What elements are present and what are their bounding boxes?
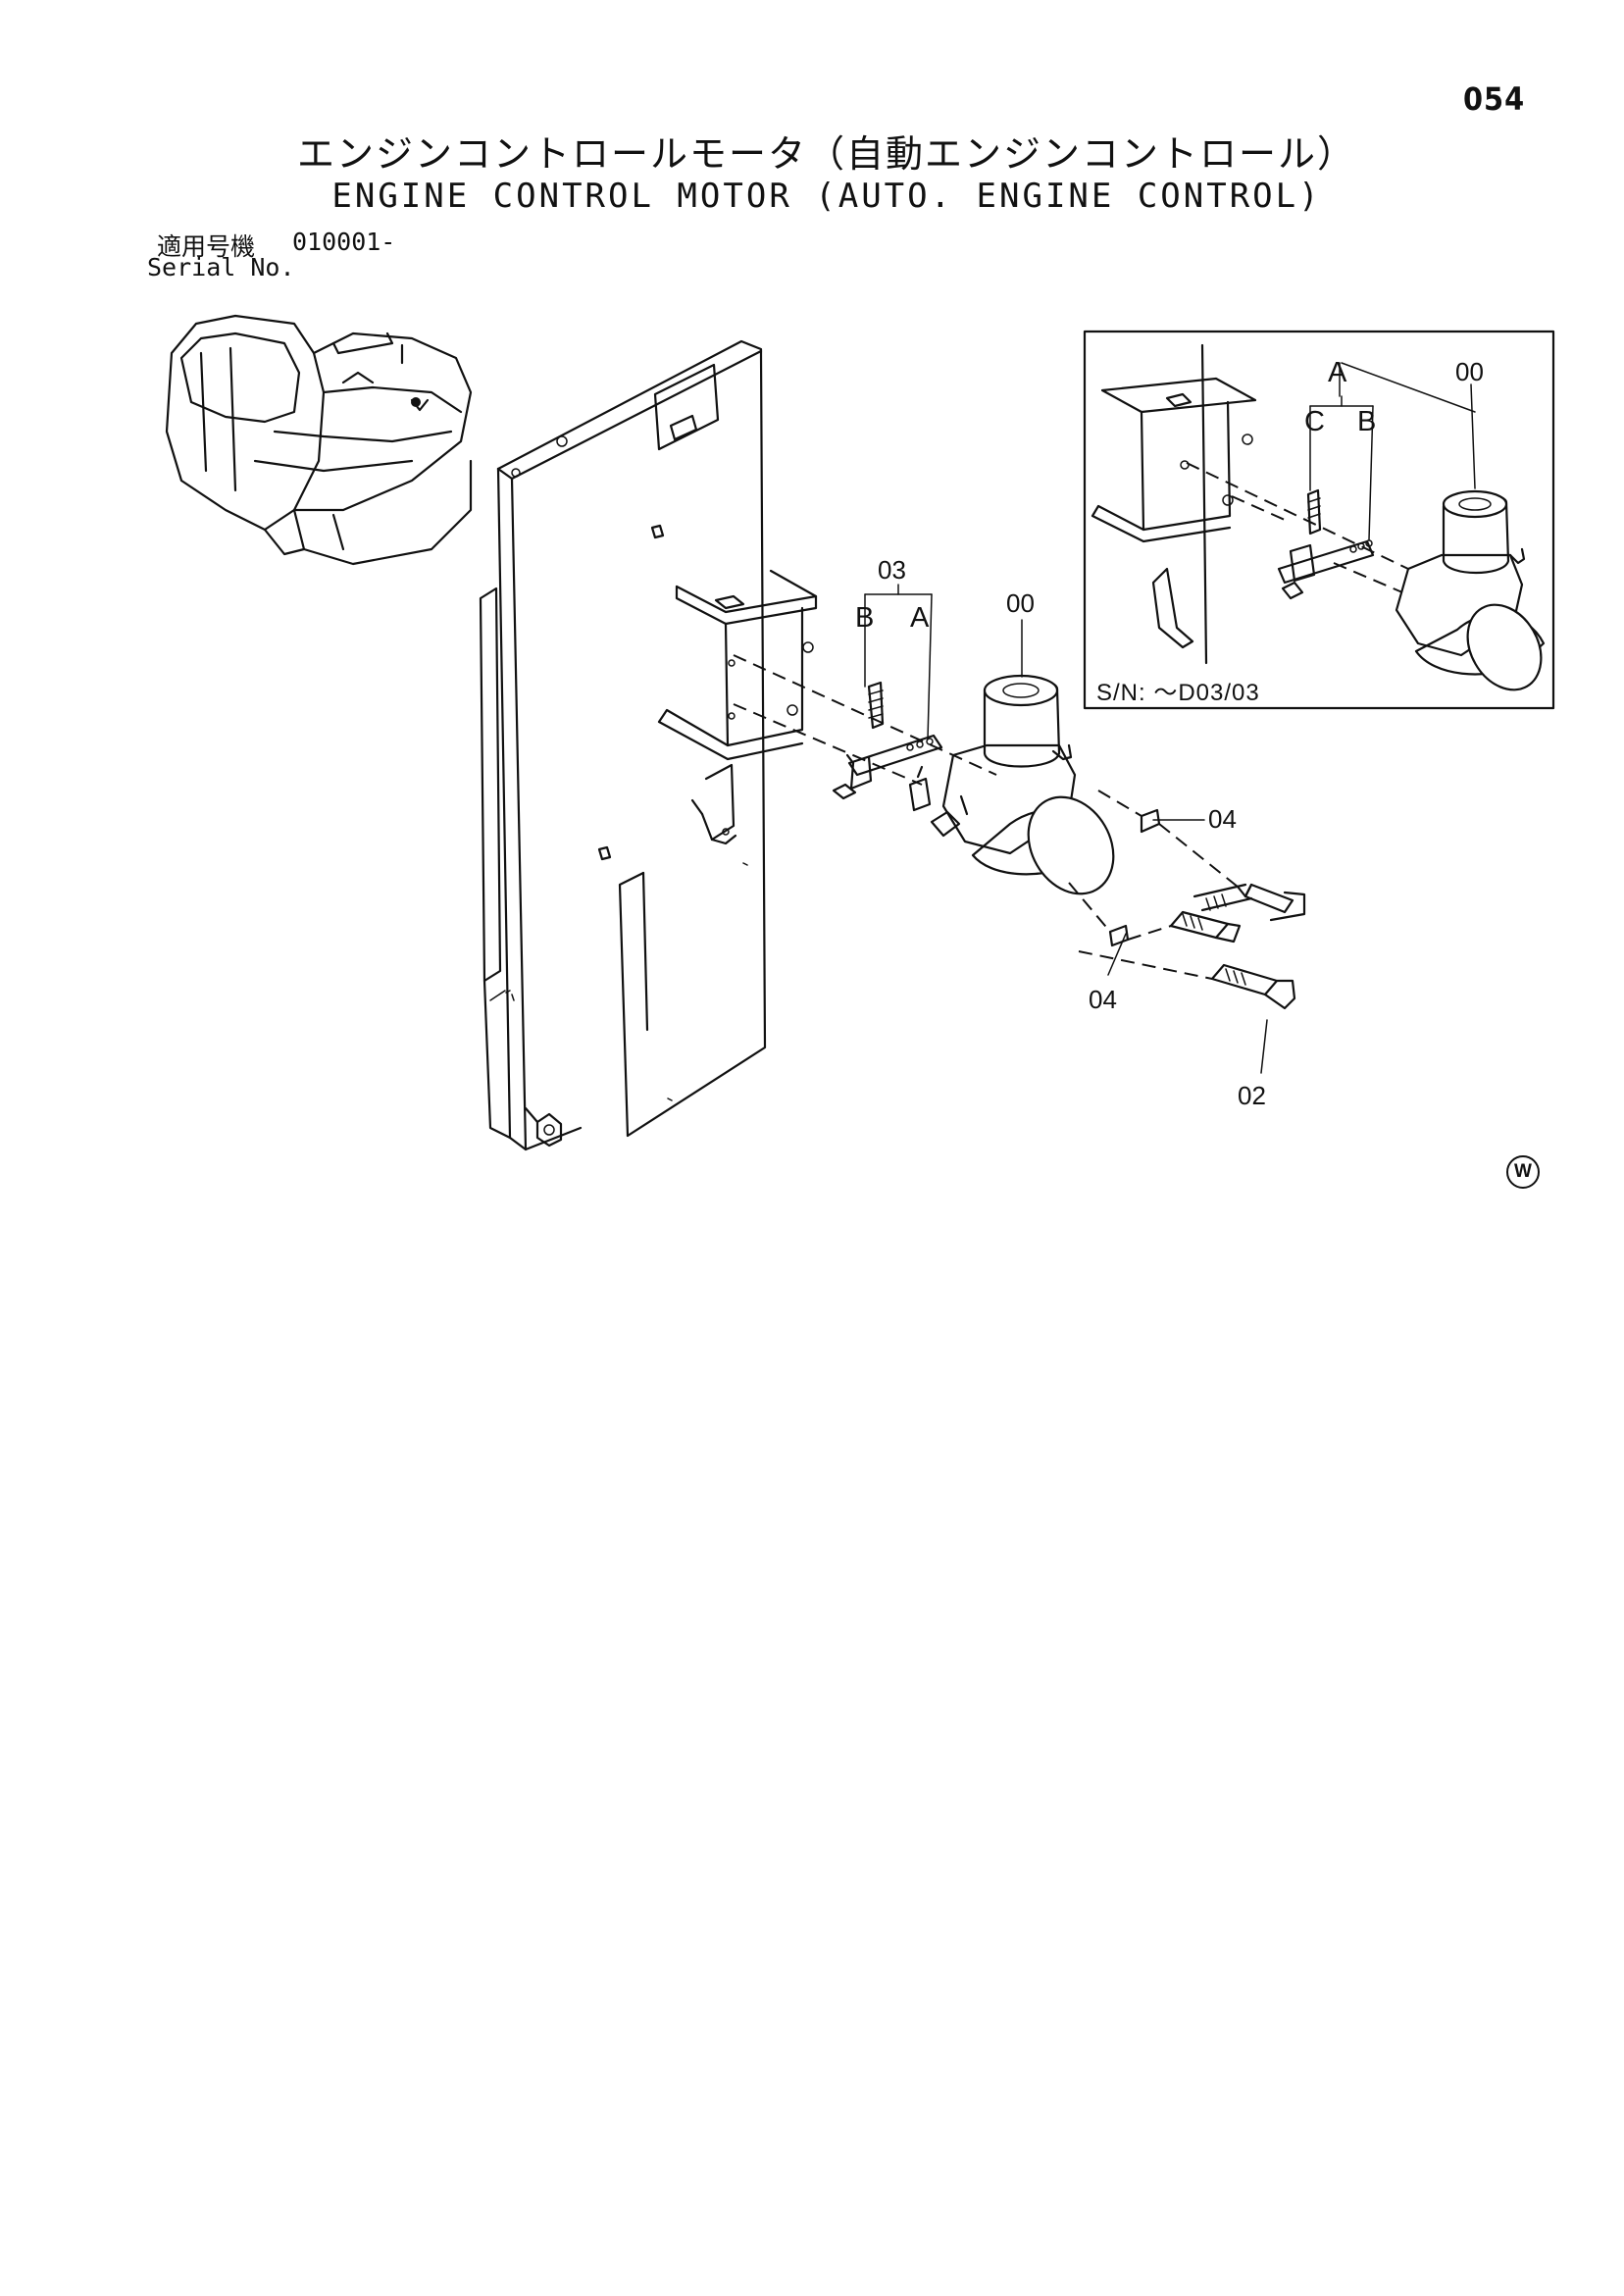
callout-clip-lower: 04 (1089, 985, 1117, 1014)
page-title-english: ENGINE CONTROL MOTOR (AUTO. ENGINE CONTR… (331, 177, 1322, 216)
serial-label-japanese: 適用号機 (157, 232, 256, 261)
engine-control-motor (930, 674, 1115, 895)
serial-code: 010001- (292, 228, 396, 256)
page-number: 054 (1463, 80, 1526, 118)
inset-callout-motor: 00 (1455, 357, 1484, 386)
exploded-view-lines (733, 654, 1239, 980)
frame-panel (479, 339, 767, 1151)
callout-motor: 00 (1006, 588, 1035, 618)
link-assembly-03 (832, 681, 943, 812)
inset-callout-assembly-a: A (1328, 357, 1347, 388)
motor-mount-bracket (657, 569, 818, 761)
callout-bolt: 02 (1238, 1081, 1266, 1110)
serial-label-english: Serial No. (147, 253, 295, 281)
callout-bracket-set: 03 (878, 555, 906, 585)
callout-part-a: A (910, 602, 930, 634)
inset-callout-part-c: C (1304, 406, 1325, 437)
inset-serial-note: S/N: ～D03/03 (1096, 680, 1260, 706)
excavator-locator-illustration (165, 314, 473, 566)
fasteners (1108, 808, 1306, 1010)
callout-clip-upper: 04 (1208, 804, 1237, 834)
inset-detail-box (1083, 330, 1555, 710)
page-title-japanese: エンジンコントロールモータ（自動エンジンコントロール） (296, 132, 1356, 176)
callout-part-b: B (855, 602, 875, 634)
watermark-symbol: W (1506, 1155, 1540, 1189)
inset-callout-part-b: B (1357, 406, 1377, 437)
callout-leaders (864, 584, 1268, 1074)
